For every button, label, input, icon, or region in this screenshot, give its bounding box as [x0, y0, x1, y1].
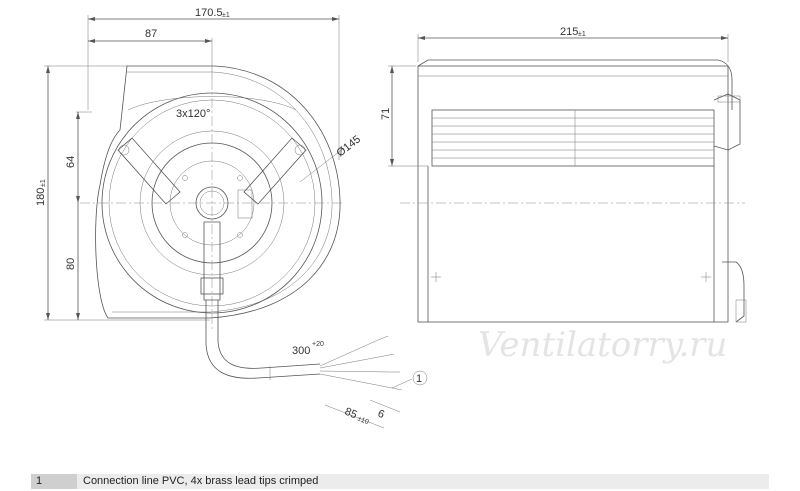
dim-tip-length: 6 — [376, 408, 386, 421]
dim-inlet-71: 71 — [380, 108, 392, 120]
dim-cable-length: 300 — [292, 345, 310, 357]
side-view — [400, 59, 747, 323]
front-dimensions: 170.5 ±1 87 180 ±1 64 80 3x120° Ø145 300 — [35, 7, 428, 429]
dim-cable-tol: +20 — [312, 341, 324, 348]
side-dimensions: 215 ±1 71 — [380, 26, 729, 167]
legend-number: 1 — [31, 474, 77, 489]
front-view — [80, 65, 403, 391]
dim-strip-tol: ±10 — [356, 415, 370, 426]
dim-80: 80 — [65, 258, 77, 270]
dim-87: 87 — [145, 28, 157, 40]
technical-drawing: Ventilatorry.ru — [35, 7, 747, 429]
dim-strip-length: 85 — [343, 406, 359, 422]
dim-height-tol: ±1 — [40, 179, 47, 187]
legend-description: Connection line PVC, 4x brass lead tips … — [77, 474, 769, 489]
callout-1: 1 — [416, 373, 422, 385]
dim-overall-width: 170.5 — [195, 7, 223, 19]
dim-angle: 3x120° — [176, 108, 210, 120]
dim-diameter: Ø145 — [334, 133, 363, 159]
dim-depth-tol: ±1 — [578, 31, 586, 38]
dim-height: 180 — [35, 188, 47, 206]
watermark: Ventilatorry.ru — [478, 325, 727, 365]
dim-depth: 215 — [560, 26, 578, 38]
dim-64: 64 — [65, 156, 77, 168]
dim-overall-width-tol: ±1 — [222, 12, 230, 19]
legend-row: 1 Connection line PVC, 4x brass lead tip… — [31, 474, 769, 489]
